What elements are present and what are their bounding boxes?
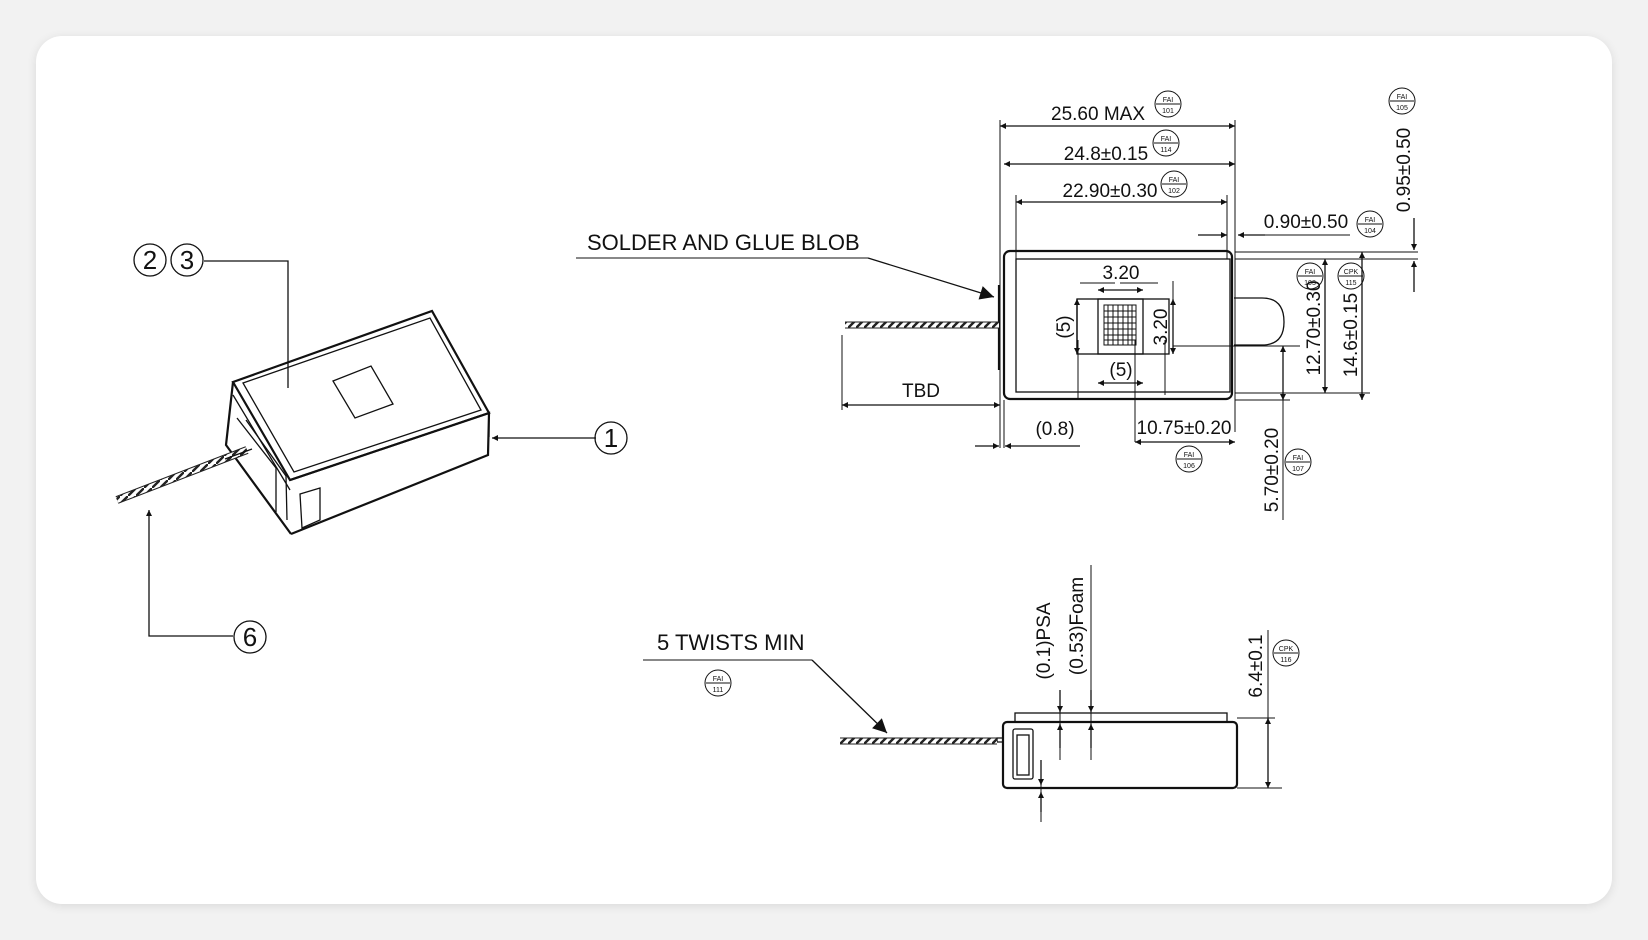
svg-text:107: 107: [1292, 466, 1304, 473]
inspection-tags: FAI 101 FAI 114 FAI 102 FAI 105 FAI 104 …: [704, 87, 1416, 697]
side-view: (0.1)PSA (0.53)Foam 6.4±0.1 5 TWISTS MIN: [643, 565, 1282, 822]
tag-fai-107: FAI 107: [1284, 448, 1312, 476]
twists-label: 5 TWISTS MIN: [657, 630, 805, 655]
svg-text:105: 105: [1396, 105, 1408, 112]
dim-0-8: (0.8): [1035, 419, 1074, 440]
sensor-window: [332, 365, 394, 419]
svg-text:116: 116: [1280, 657, 1291, 664]
tag-fai-114: FAI 114: [1152, 129, 1180, 157]
svg-text:101: 101: [1162, 108, 1174, 115]
balloon-6: [233, 620, 267, 654]
svg-text:FAI: FAI: [1169, 177, 1180, 184]
isometric-view: 2 3 1 6: [115, 243, 628, 654]
dim-0-90: 0.90±0.50: [1264, 212, 1348, 233]
dim-5-h: (5): [1109, 360, 1132, 381]
tag-fai-104: FAI 104: [1356, 210, 1384, 238]
balloon-2-text: 2: [143, 245, 157, 275]
dim-10-75: 10.75±0.20: [1137, 418, 1232, 439]
tag-fai-103: FAI 103: [1296, 262, 1324, 290]
svg-text:CPK: CPK: [1279, 646, 1294, 653]
leader-23: [204, 260, 289, 388]
svg-text:FAI: FAI: [1365, 217, 1376, 224]
svg-text:FAI: FAI: [1397, 94, 1408, 101]
svg-text:114: 114: [1160, 147, 1171, 154]
svg-text:FAI: FAI: [1305, 269, 1316, 276]
balloon-1-text: 1: [604, 423, 618, 453]
svg-text:FAI: FAI: [1163, 97, 1174, 104]
dim-5-v: (5): [1054, 315, 1075, 338]
balloon-6-text: 6: [243, 622, 257, 652]
dim-24-8: 24.8±0.15: [1064, 144, 1148, 165]
tag-cpk-115: CPK 115: [1337, 262, 1365, 290]
dim-22-90: 22.90±0.30: [1063, 181, 1158, 202]
solder-glue-label: SOLDER AND GLUE BLOB: [587, 230, 860, 255]
engineering-drawing: 2 3 1 6: [115, 87, 1418, 822]
balloon-3-text: 3: [180, 245, 194, 275]
leader-6: [146, 510, 233, 637]
dim-foam: (0.53)Foam: [1067, 577, 1088, 675]
svg-text:FAI: FAI: [1184, 452, 1195, 459]
tag-fai-105: FAI 105: [1388, 87, 1416, 115]
tag-fai-102: FAI 102: [1160, 170, 1188, 198]
tag-fai-101: FAI 101: [1154, 90, 1182, 118]
dim-3-20-h: 3.20: [1103, 263, 1140, 284]
svg-text:111: 111: [713, 687, 724, 694]
svg-text:FAI: FAI: [1293, 455, 1304, 462]
svg-text:CPK: CPK: [1344, 269, 1359, 276]
dim-3-20-v: 3.20: [1151, 309, 1172, 346]
tag-fai-111: FAI 111: [704, 669, 732, 697]
dim-25-60-max: 25.60 MAX: [1051, 104, 1145, 125]
dim-14-6: 14.6±0.15: [1341, 293, 1362, 377]
svg-text:115: 115: [1345, 280, 1356, 287]
svg-text:FAI: FAI: [1161, 136, 1172, 143]
dim-tbd: TBD: [902, 381, 940, 402]
top-view: 25.60 MAX 24.8±0.15 22.90±0.30 0.90±0.50…: [576, 104, 1418, 520]
balloon-2: [133, 243, 167, 277]
dim-0-95: 0.95±0.50: [1394, 128, 1415, 212]
balloon-1: [594, 421, 628, 455]
drawing-card: 2 3 1 6: [36, 36, 1612, 904]
tag-fai-106: FAI 106: [1175, 445, 1203, 473]
svg-text:FAI: FAI: [713, 676, 724, 683]
svg-text:104: 104: [1364, 228, 1376, 235]
svg-text:106: 106: [1183, 463, 1195, 470]
svg-text:103: 103: [1304, 280, 1316, 287]
tag-cpk-116: CPK 116: [1272, 639, 1300, 667]
svg-text:102: 102: [1168, 188, 1180, 195]
balloon-3: [170, 243, 204, 277]
dim-5-70: 5.70±0.20: [1262, 428, 1283, 512]
dim-6-4: 6.4±0.1: [1246, 634, 1267, 697]
dim-12-70: 12.70±0.30: [1304, 281, 1325, 376]
dim-psa: (0.1)PSA: [1034, 602, 1055, 679]
